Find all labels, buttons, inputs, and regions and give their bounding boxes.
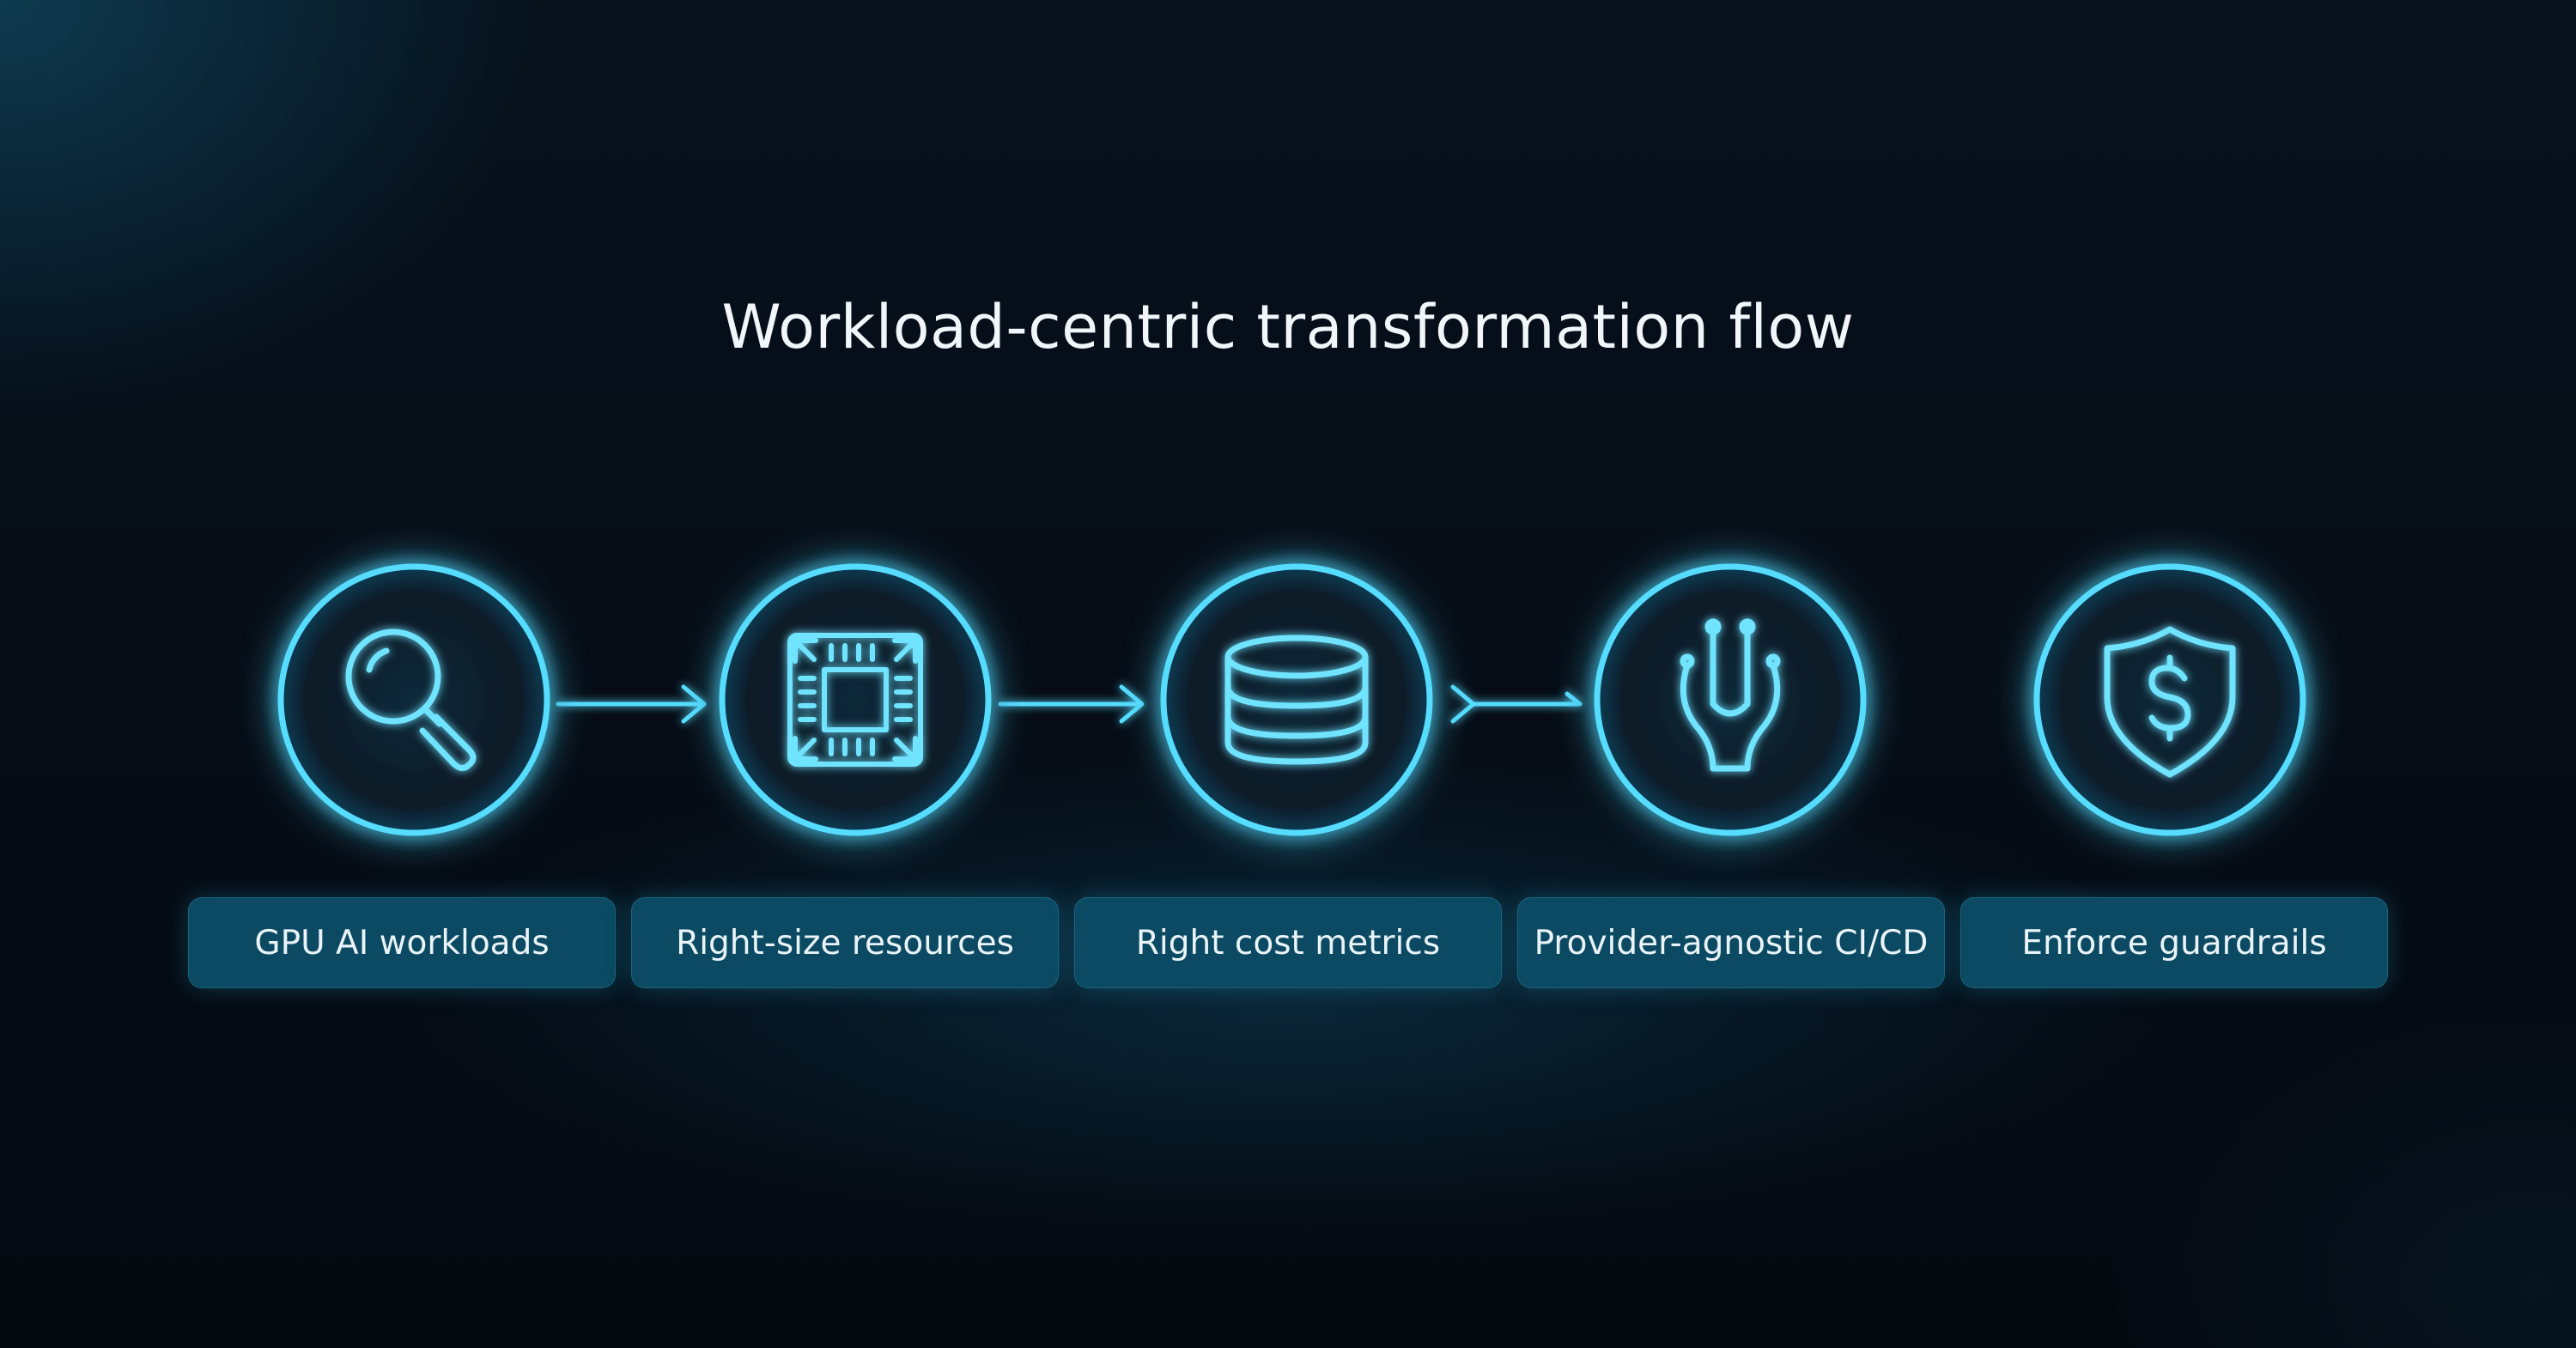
database-icon (1224, 635, 1369, 765)
dollar-shield-icon (2104, 626, 2236, 778)
connector-2 (998, 684, 1145, 724)
step-1-node (277, 563, 550, 836)
step-2-node (719, 563, 992, 836)
fork-pipeline-icon (1680, 618, 1781, 772)
step-2-label-box: Right-size resources (631, 897, 1059, 988)
step-4-label: Provider-agnostic CI/CD (1534, 923, 1929, 962)
step-1-label-box: GPU AI workloads (188, 897, 616, 988)
step-4-node (1594, 563, 1867, 836)
step-5-node (2033, 563, 2306, 836)
step-4-label-box: Provider-agnostic CI/CD (1517, 897, 1945, 988)
step-3-label-box: Right cost metrics (1074, 897, 1502, 988)
step-5-label-box: Enforce guardrails (1960, 897, 2388, 988)
step-3-label: Right cost metrics (1135, 923, 1441, 962)
connector-3 (1450, 684, 1583, 724)
step-3-node (1160, 563, 1433, 836)
cpu-chip-icon (787, 633, 923, 767)
step-5-label: Enforce guardrails (2021, 923, 2327, 962)
step-1-label: GPU AI workloads (254, 923, 550, 962)
diagram-title: Workload-centric transformation flow (721, 292, 1855, 362)
magnifying-glass-icon (345, 628, 477, 771)
connector-1 (556, 684, 707, 724)
step-2-label: Right-size resources (676, 923, 1014, 962)
